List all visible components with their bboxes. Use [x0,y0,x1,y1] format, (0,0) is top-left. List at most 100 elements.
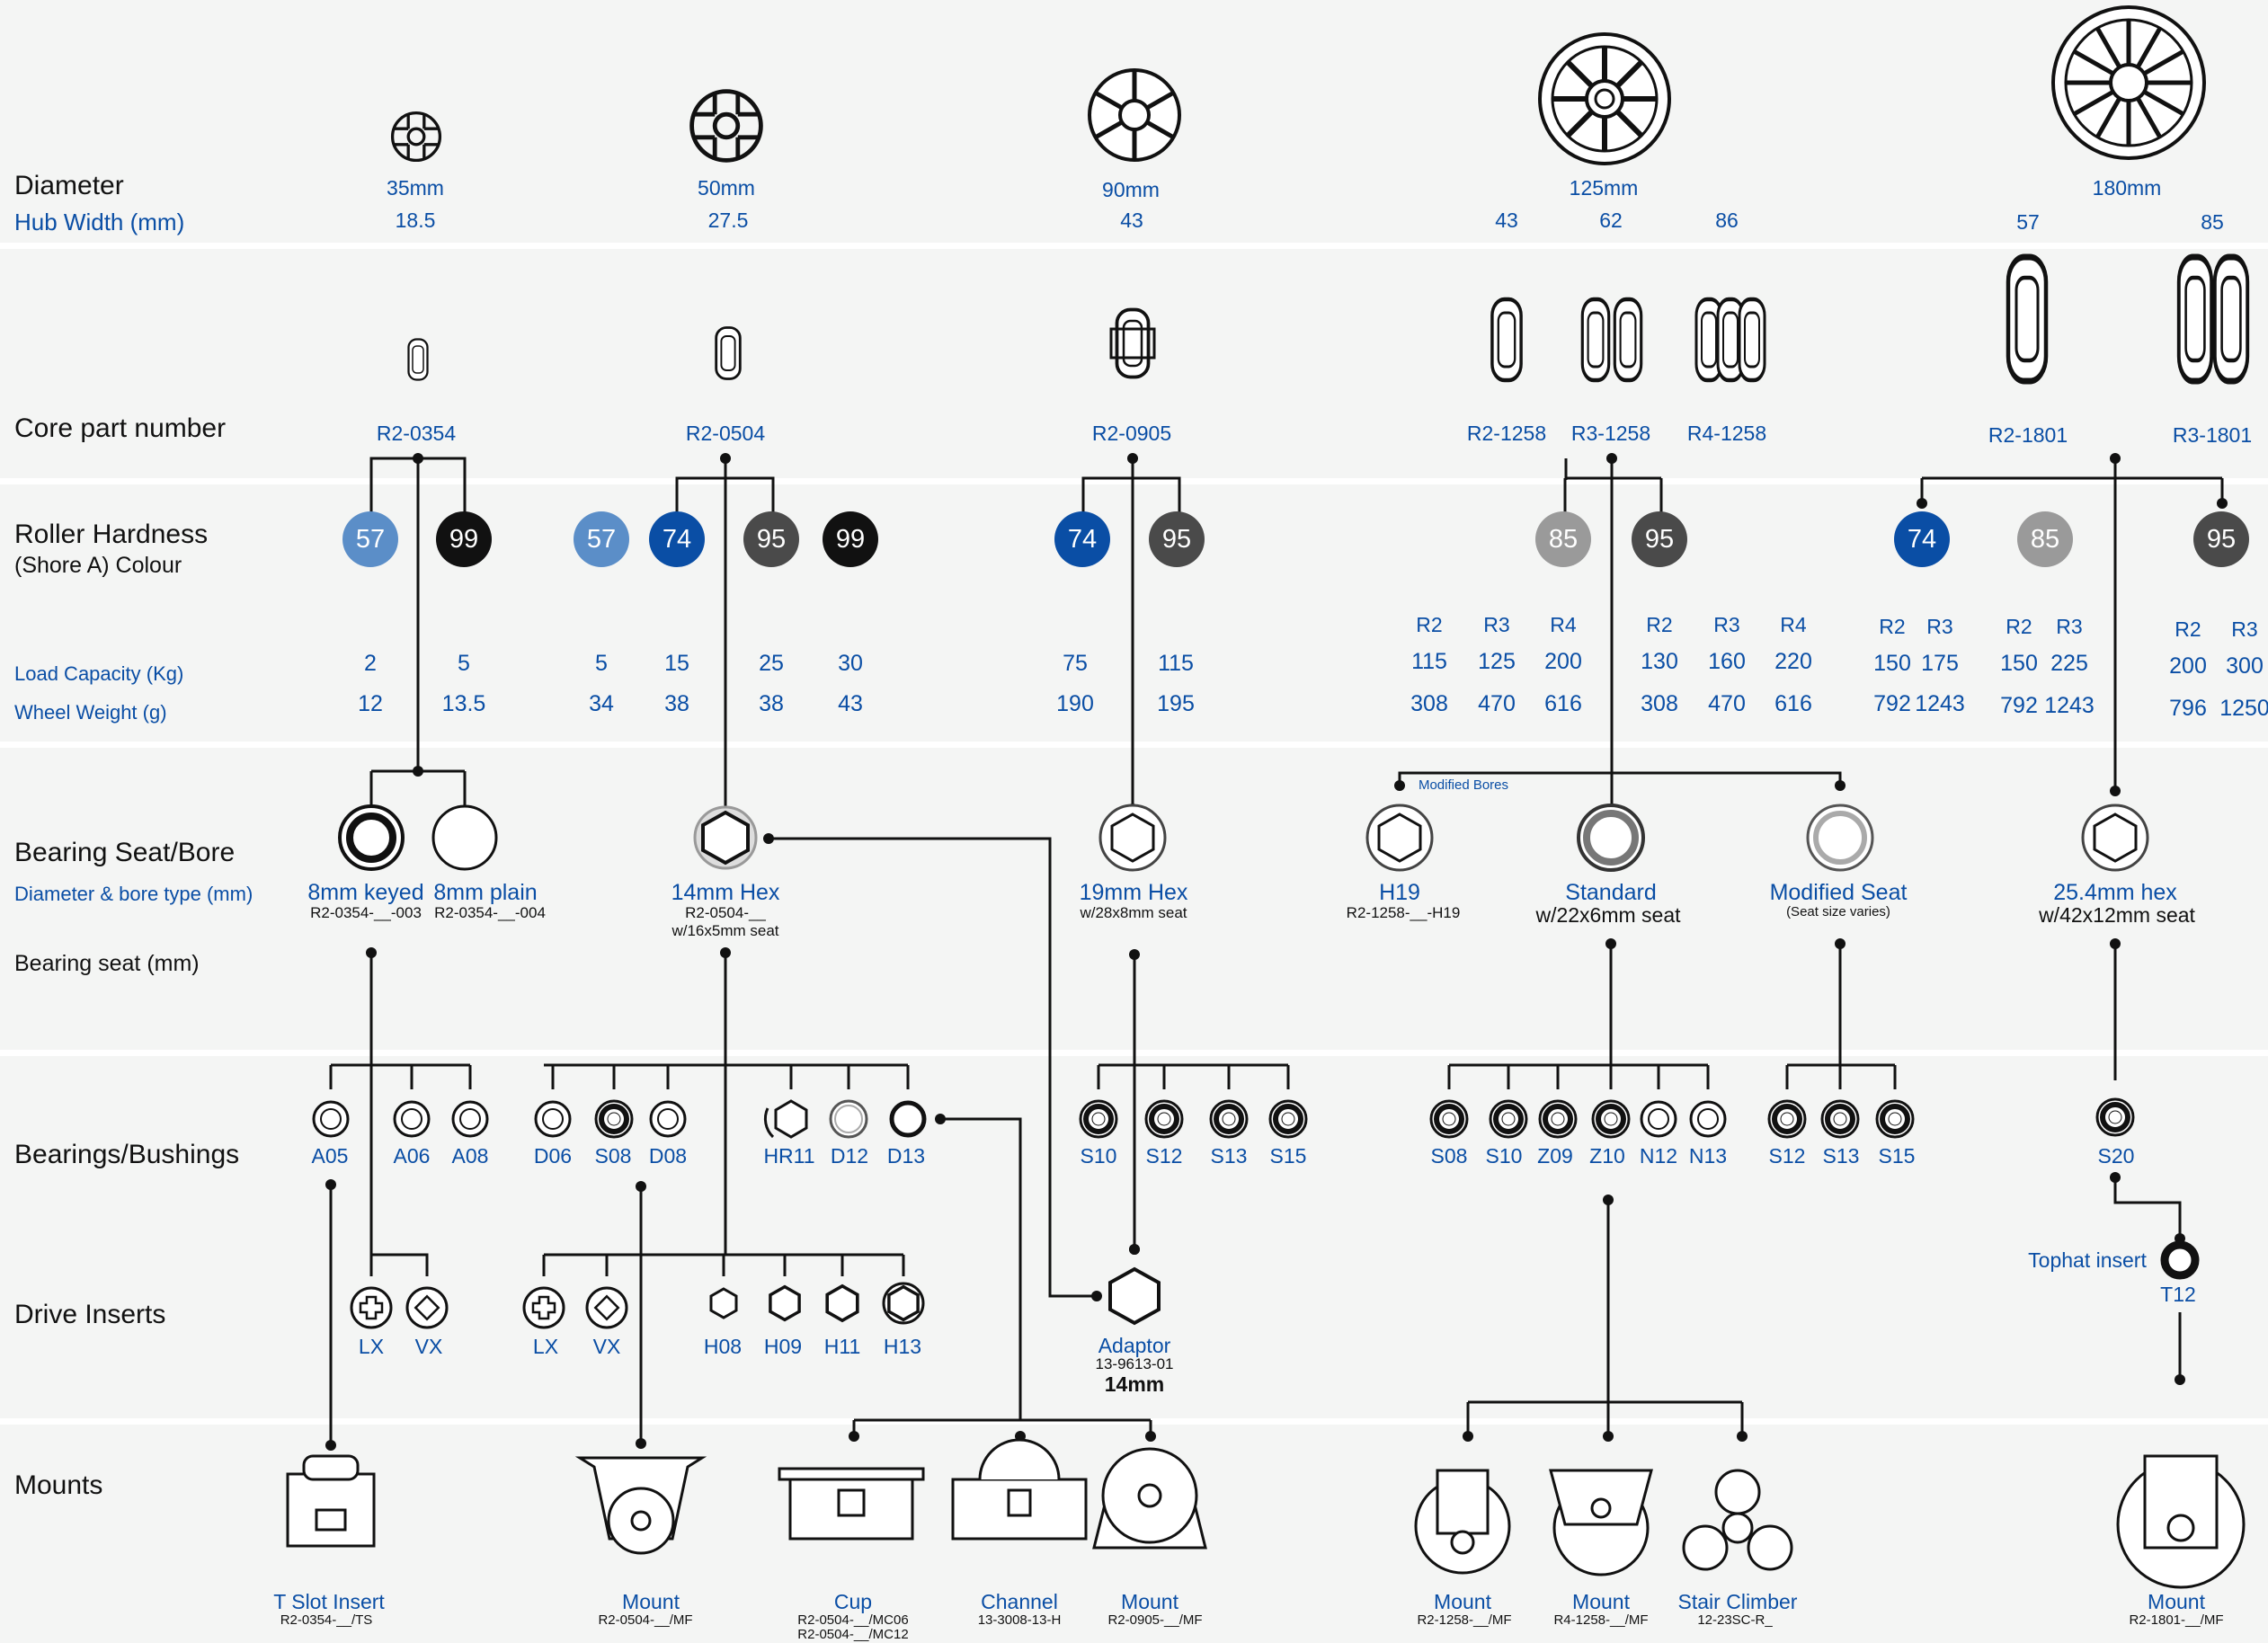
hub-width-value: 43 [1495,209,1518,232]
bearing-code: S15 [1878,1144,1916,1168]
bearing-s20-icon [2097,1099,2133,1135]
standard-seat-icon [1577,804,1645,872]
core-part-number: R3-1801 [2172,423,2253,447]
variant-head: R3 [1713,613,1740,636]
row-divider [0,243,2268,249]
label-mounts: Mounts [14,1470,103,1500]
mount-name: Cup [833,1590,873,1613]
bearing-code: S12 [1768,1144,1806,1168]
bearing-s08-icon [596,1101,632,1137]
variant-head: R4 [1780,613,1807,636]
load-value: 150 [1873,651,1911,676]
plain-bore-icon [431,804,498,871]
load-value: 25 [759,651,784,676]
variant-head: R3 [1926,615,1953,638]
seat-part: R2-1258-__-H19 [1346,904,1461,921]
bearing-d13-icon [889,1100,927,1138]
bearing-s15-icon [1877,1101,1913,1137]
bearing-code: S12 [1145,1144,1183,1168]
insert-h09-icon [769,1284,801,1322]
label-bearings: Bearings/Bushings [14,1140,240,1169]
variant-head: R3 [1483,613,1510,636]
adaptor-size: 14mm [1104,1372,1165,1396]
bearing-code: S08 [594,1144,632,1168]
seat-name: 8mm keyed [307,880,424,905]
wheel-90mm-icon [1088,68,1181,162]
mount-name: Mount [1121,1590,1178,1613]
bearing-s12-icon [1146,1101,1182,1137]
load-value: 2 [364,651,377,676]
mount-name: Channel [981,1590,1058,1613]
bearing-s10-icon [1490,1101,1526,1137]
weight-value: 1243 [1915,691,1965,716]
hub-width-value: 86 [1715,209,1739,232]
weight-value: 308 [1641,691,1678,716]
adaptor-hex-icon [1108,1266,1161,1326]
weight-value: 470 [1708,691,1746,716]
adaptor-name: Adaptor [1098,1334,1171,1357]
insert-lx-icon [522,1286,565,1329]
bearing-s15-icon [1270,1101,1306,1137]
bearing-code: Z09 [1537,1144,1573,1168]
insert-lx-icon [350,1286,393,1329]
hardness-circle: 99 [436,511,492,567]
hardness-circle: 57 [574,511,629,567]
mount-r2-0905-icon [1092,1447,1207,1550]
load-value: 200 [2169,653,2207,679]
mount-name: T Slot Insert [273,1590,385,1613]
insert-h13-icon [882,1282,925,1325]
mount-part: R2-0905-__/MF [1107,1612,1203,1628]
label-hub-width: Hub Width (mm) [14,209,185,235]
bearing-code: HR11 [763,1144,815,1168]
seat-name: 14mm Hex [671,880,780,905]
bearing-a05-icon [312,1100,350,1138]
insert-code: VX [414,1335,443,1358]
load-value: 175 [1921,651,1959,676]
mount-part: R2-0354-__/TS [280,1612,373,1628]
mount-part: R2-0504-__/MC12 [797,1627,909,1642]
load-value: 200 [1544,649,1582,674]
weight-value: 308 [1410,691,1448,716]
hex-19mm-icon [1098,804,1167,872]
mount-part: R4-1258-__/MF [1553,1612,1649,1628]
seat-name: Modified Seat [1769,880,1908,905]
wheel-side-r3-1801-icon [2179,257,2247,381]
adaptor-part: 13-9613-01 [1095,1355,1174,1372]
bearing-code: S13 [1822,1144,1860,1168]
weight-value: 38 [759,691,784,716]
weight-value: 195 [1157,691,1195,716]
load-value: 15 [664,651,689,676]
modified-bores-note: Modified Bores [1418,777,1509,793]
hub-width-value: 27.5 [707,209,749,232]
bearing-s08-icon [1431,1101,1467,1137]
mount-r2-1801-icon [2116,1454,2246,1589]
core-part-number: R2-0354 [376,422,457,445]
hub-width-value: 85 [2201,210,2224,234]
seat-spec: (Seat size varies) [1786,904,1890,919]
wheel-side-r3-1258-icon [1582,299,1641,380]
weight-value: 13.5 [441,691,486,716]
mount-part: 12-23SC-R_ [1697,1612,1773,1628]
insert-vx-icon [405,1286,449,1329]
wheel-side-90-icon [1109,307,1156,379]
wheel-180mm-icon [2051,5,2206,160]
tophat-code: T12 [2160,1283,2196,1306]
bearing-n13-icon [1689,1100,1727,1138]
insert-code: VX [592,1335,621,1358]
bearing-a06-icon [393,1100,431,1138]
label-wheel-weight: Wheel Weight (g) [14,701,167,724]
load-value: 30 [838,651,863,676]
tophat-label: Tophat insert [2028,1248,2147,1272]
seat-spec: w/42x12mm seat [2039,903,2195,927]
weight-value: 616 [1544,691,1582,716]
hex-h19-icon [1365,804,1434,872]
weight-value: 792 [1873,691,1911,716]
diameter-value: 50mm [698,176,755,200]
hardness-circle: 74 [649,511,705,567]
hardness-circle: 95 [2193,511,2249,567]
insert-h08-icon [709,1287,738,1319]
bearing-d08-icon [649,1100,687,1138]
bearing-code: D13 [886,1144,926,1168]
